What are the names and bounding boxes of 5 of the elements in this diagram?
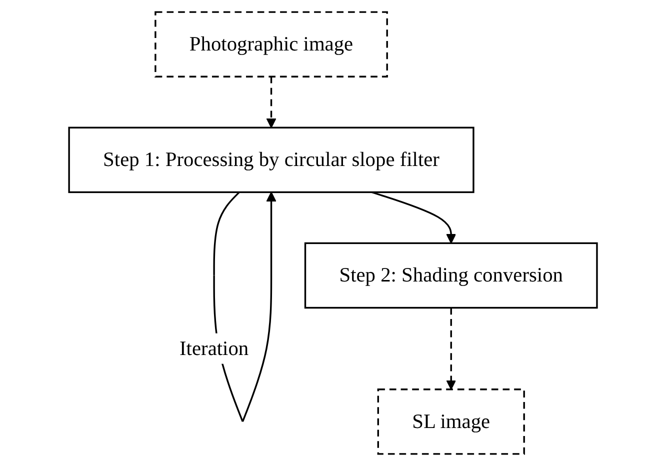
box-label: Step 1: Processing by circular slope filter: [103, 147, 440, 173]
box-label: SL image: [412, 408, 490, 434]
box-label: Photographic image: [189, 31, 354, 58]
box-label: Step 2: Shading conversion: [339, 262, 563, 288]
edge-label: Iteration: [179, 333, 249, 364]
